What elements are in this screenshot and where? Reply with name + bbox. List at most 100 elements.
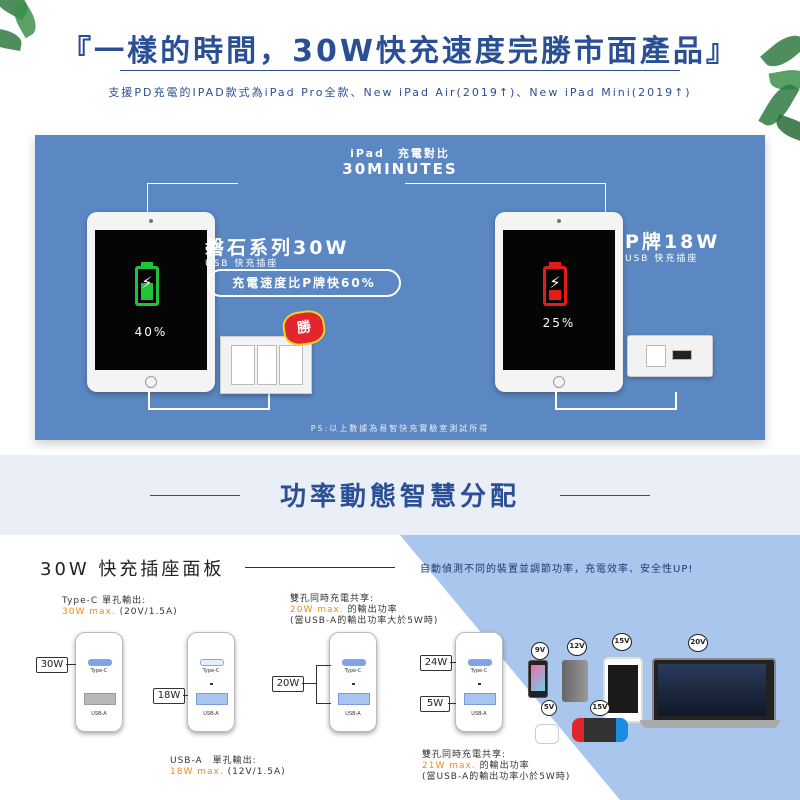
dual-small-line2: 21W max. 的輸出功率 bbox=[422, 761, 570, 772]
typec-port-label: Type-C bbox=[202, 668, 220, 674]
cable-right bbox=[555, 392, 677, 410]
usba-single-max: 18W max. bbox=[170, 767, 224, 777]
phone-icon bbox=[528, 660, 548, 698]
usba-port bbox=[196, 693, 228, 705]
ipad-left: ⚡ 40% bbox=[87, 212, 215, 392]
dual-small-max: 21W max. bbox=[422, 761, 476, 771]
battery-cap bbox=[141, 262, 153, 266]
camera-icon bbox=[149, 219, 153, 223]
home-button-icon bbox=[553, 376, 565, 388]
dual-large-line1: 雙孔同時充電共享: bbox=[290, 594, 375, 604]
typec-port bbox=[342, 659, 366, 666]
dual-large-spec: 的輸出功率 bbox=[347, 605, 398, 615]
comparison-head-small: iPad 充電對比 bbox=[350, 147, 450, 160]
ipad-screen: ⚡ 25% bbox=[503, 230, 615, 370]
ps-note: PS:以上數據為易智快充實驗室測試所得 bbox=[310, 424, 490, 433]
socket-plate-usba-only: Type-C USB-A bbox=[187, 632, 235, 732]
brand-left-sub: USB 快充插座 bbox=[205, 259, 279, 269]
watt-tag: 5W bbox=[420, 696, 450, 712]
brand-left: 磐石系列30W bbox=[205, 237, 350, 259]
dual-small-line1: 雙孔同時充電共享: bbox=[422, 750, 507, 760]
tablet-icon bbox=[603, 657, 643, 723]
camera-icon bbox=[557, 219, 561, 223]
typec-port bbox=[88, 659, 112, 666]
bracket-right bbox=[405, 183, 606, 212]
bolt-icon: ⚡ bbox=[549, 273, 561, 292]
typec-single-text: Type-C 單孔輸出: 30W max. (20V/1.5A) bbox=[62, 596, 178, 618]
usba-single-spec: (12V/1.5A) bbox=[227, 767, 286, 777]
brand-right: P牌18W bbox=[625, 231, 721, 253]
connector-bracket bbox=[316, 665, 331, 704]
dual-small-line3: (當USB-A的輸出功率小於5W時) bbox=[422, 772, 571, 782]
watt-tag: 24W bbox=[420, 655, 452, 671]
card-note: 自動偵測不同的裝置並調節功率，充電效率、安全性UP! bbox=[420, 564, 694, 575]
battery-cap bbox=[549, 262, 561, 266]
usba-port-label: USB-A bbox=[203, 711, 219, 717]
battery-fill bbox=[549, 290, 561, 300]
usb-socket bbox=[257, 345, 277, 385]
typec-single-spec: (20V/1.5A) bbox=[119, 607, 178, 617]
ipad-right: ⚡ 25% bbox=[495, 212, 623, 392]
typec-port-label: Type-C bbox=[344, 668, 362, 674]
comparison-head-main: 30MINUTES bbox=[342, 160, 458, 178]
socket-plate-dual-small: Type-C USB-A bbox=[455, 632, 503, 732]
connector-line bbox=[450, 662, 456, 663]
earbuds-icon bbox=[535, 724, 559, 744]
comparison-panel: iPad 充電對比 30MINUTES ⚡ 40% 磐石系列30W USB 快充… bbox=[35, 135, 765, 440]
game-console-icon bbox=[572, 718, 628, 742]
divider bbox=[120, 70, 680, 71]
usb-socket bbox=[672, 350, 692, 360]
card-title: 30W 快充插座面板 bbox=[40, 559, 225, 580]
section2-title: 功率動態智慧分配 bbox=[279, 482, 520, 512]
usba-port bbox=[464, 693, 496, 705]
socket-plate-dual: Type-C USB-A bbox=[329, 632, 377, 732]
indicator-dot bbox=[210, 683, 213, 685]
usba-single-text: USB-A 單孔輸出: 18W max. (12V/1.5A) bbox=[170, 756, 286, 778]
socket bbox=[646, 345, 666, 367]
dual-large-line2: 20W max. 的輸出功率 bbox=[290, 605, 438, 616]
usba-single-line2: 18W max. (12V/1.5A) bbox=[170, 767, 286, 778]
typec-port-label: Type-C bbox=[470, 668, 488, 674]
laptop-base-icon bbox=[640, 720, 780, 728]
dual-large-text: 雙孔同時充電共享: 20W max. 的輸出功率 (當USB-A的輸出功率大於5… bbox=[290, 594, 438, 627]
battery-percent: 40% bbox=[134, 325, 168, 339]
typec-single-line1: Type-C 單孔輸出: bbox=[62, 596, 147, 606]
bolt-icon: ⚡ bbox=[141, 273, 153, 292]
divider bbox=[245, 567, 395, 568]
power-bank-icon bbox=[562, 660, 588, 702]
socket bbox=[231, 345, 255, 385]
outlet-panel-right bbox=[627, 335, 713, 377]
speed-badge: 充電速度比P牌快60% bbox=[207, 269, 401, 297]
voltage-badge: 15V bbox=[590, 700, 610, 716]
voltage-badge: 9V bbox=[531, 642, 549, 660]
ipad-screen: ⚡ 40% bbox=[95, 230, 207, 370]
home-button-icon bbox=[145, 376, 157, 388]
typec-port-label: Type-C bbox=[90, 668, 108, 674]
watt-tag: 18W bbox=[153, 688, 185, 704]
usba-port-label: USB-A bbox=[471, 711, 487, 717]
typec-port bbox=[468, 659, 492, 666]
indicator-dot bbox=[478, 683, 481, 685]
usba-single-line1: USB-A 單孔輸出: bbox=[170, 756, 257, 766]
bracket-left bbox=[147, 183, 238, 212]
usba-port bbox=[84, 693, 116, 705]
connector-line bbox=[183, 695, 188, 696]
typec-port bbox=[200, 659, 224, 666]
voltage-badge: 20V bbox=[688, 634, 708, 652]
dual-small-spec: 的輸出功率 bbox=[479, 761, 530, 771]
voltage-badge: 12V bbox=[567, 638, 587, 656]
socket bbox=[279, 345, 303, 385]
divider bbox=[150, 495, 240, 496]
connector-line bbox=[302, 683, 316, 684]
battery-percent: 25% bbox=[542, 316, 576, 330]
battery-green-icon: ⚡ bbox=[135, 266, 159, 306]
dual-large-line3: (當USB-A的輸出功率大於5W時) bbox=[290, 616, 439, 626]
cable-left bbox=[148, 392, 270, 410]
page-subtitle: 支援PD充電的IPAD款式為iPad Pro全款、New iPad Air(20… bbox=[108, 86, 692, 99]
usba-port-label: USB-A bbox=[91, 711, 107, 717]
typec-single-max: 30W max. bbox=[62, 607, 116, 617]
battery-red-icon: ⚡ bbox=[543, 266, 567, 306]
connector-line bbox=[448, 703, 456, 704]
battery-fill bbox=[141, 283, 153, 300]
divider bbox=[560, 495, 650, 496]
